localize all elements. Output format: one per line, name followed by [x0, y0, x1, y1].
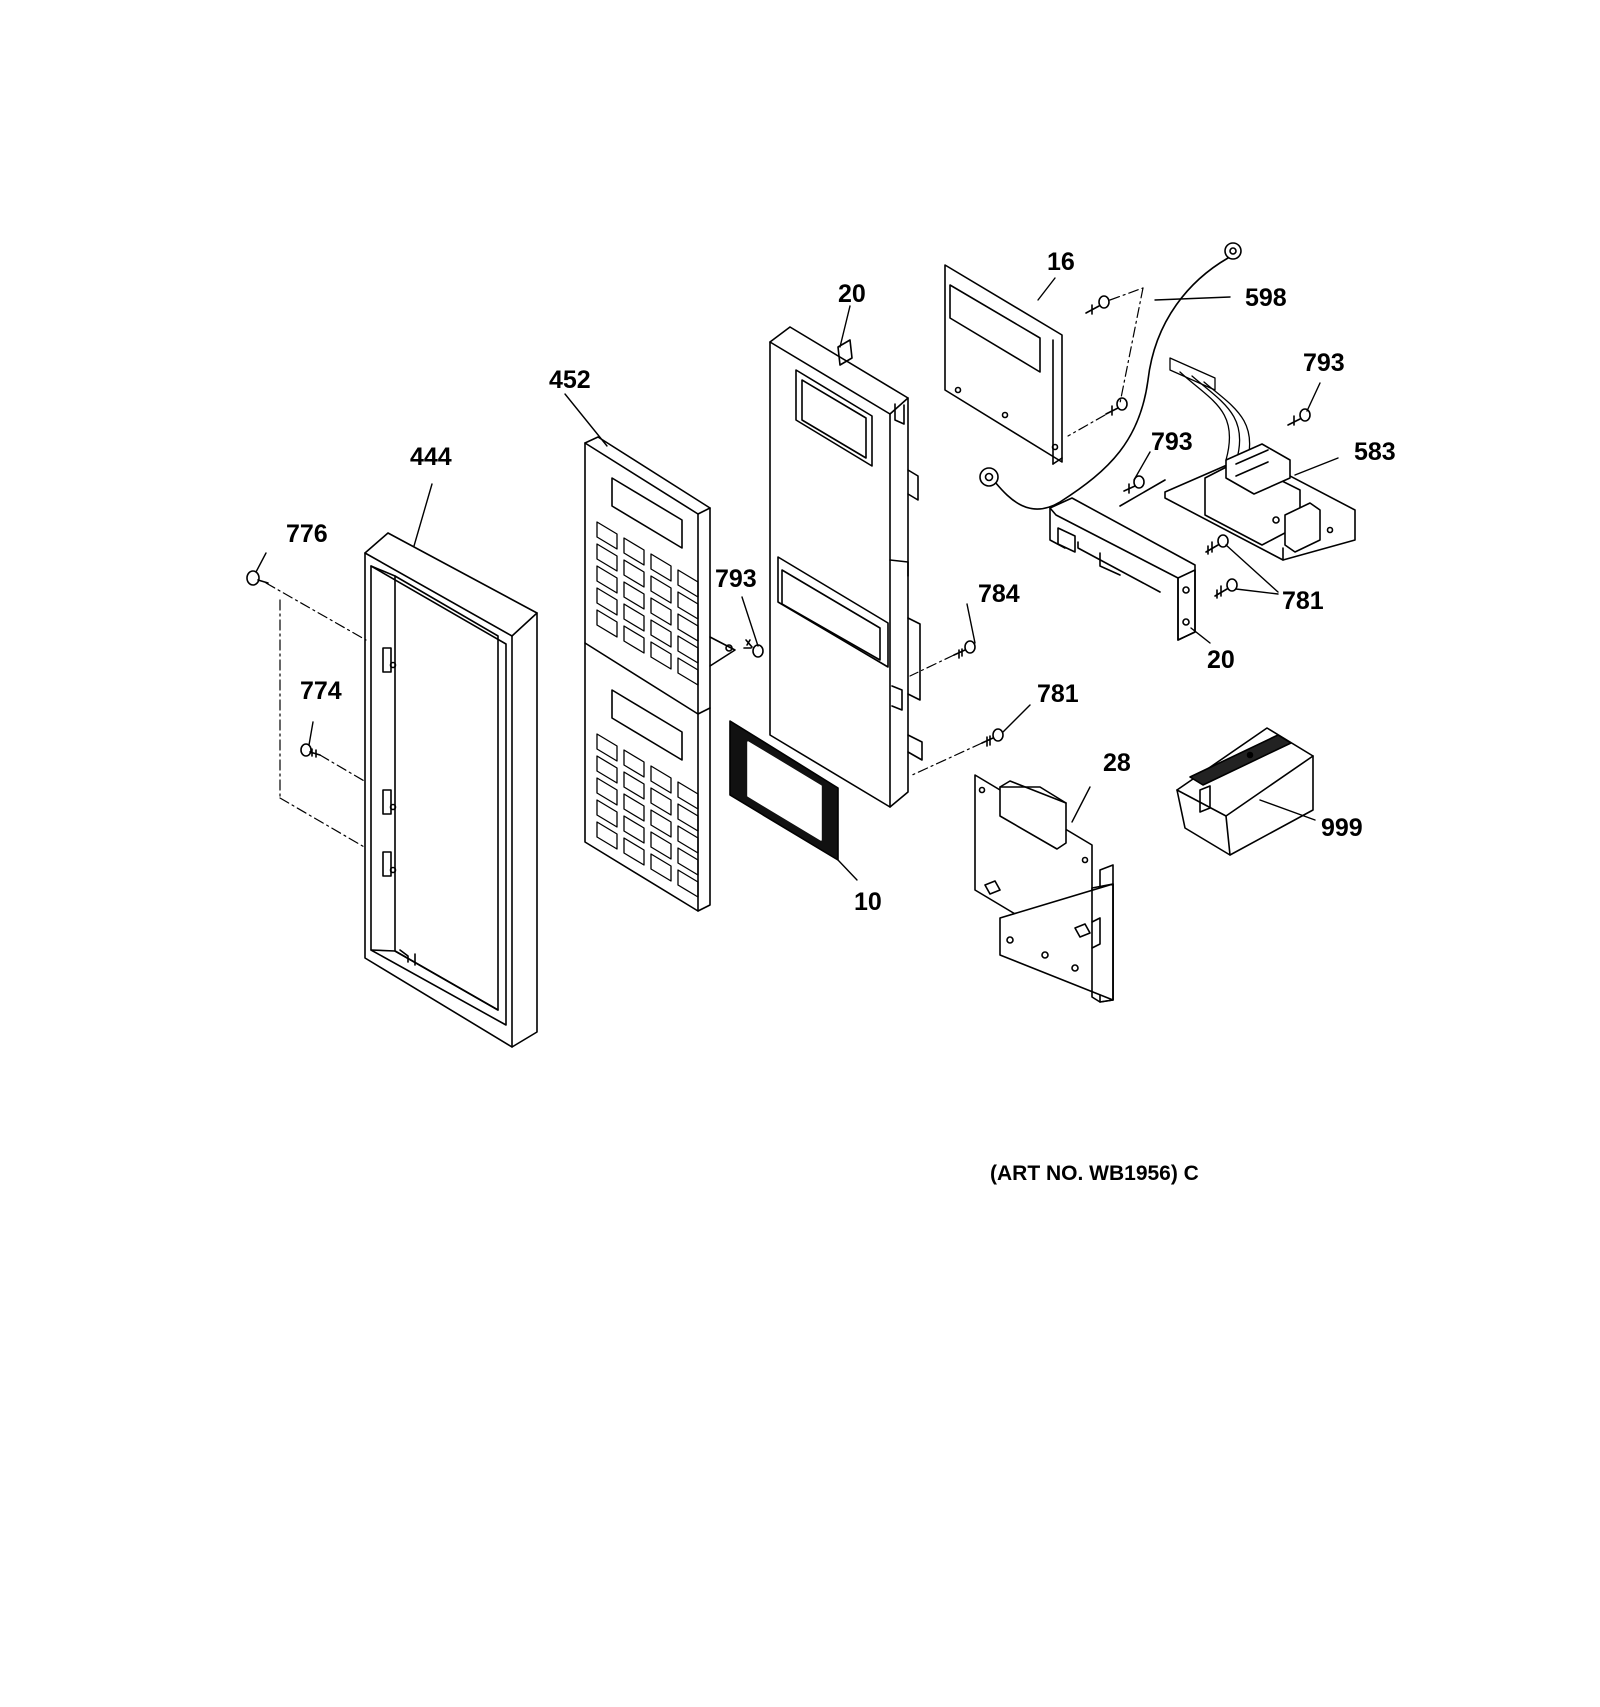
keypad-key: [596, 521, 618, 550]
callout-793-keypad: 793: [715, 565, 757, 593]
frame-444: [364, 532, 538, 1048]
keypad-key: [623, 559, 645, 588]
callout-10: 10: [854, 888, 882, 916]
keypad-key: [677, 825, 699, 854]
callout-781-panel: 781: [1037, 680, 1079, 708]
display-board-16: [944, 264, 1144, 465]
keypad-key: [650, 765, 672, 794]
screws-781-bracket: [1205, 534, 1238, 599]
callout-444: 444: [410, 443, 452, 471]
callout-583: 583: [1354, 438, 1396, 466]
kit-box-999: [1176, 727, 1314, 856]
keypad-key: [677, 869, 699, 898]
keypad-key: [677, 781, 699, 810]
keypad-key: [677, 803, 699, 832]
keypad-key: [596, 565, 618, 594]
keypad-key: [596, 609, 618, 638]
callout-774: 774: [300, 677, 342, 705]
keypad-key: [596, 733, 618, 762]
leader-lines: [255, 277, 1339, 881]
keypad-key: [623, 815, 645, 844]
keypad-452: [584, 436, 736, 912]
keypad-key: [677, 569, 699, 598]
callout-776: 776: [286, 520, 328, 548]
art-number: (ART NO. WB1956) C: [990, 1162, 1199, 1185]
wire-harness-598: [979, 242, 1242, 510]
callout-793-bracket: 793: [1151, 428, 1193, 456]
callout-16: 16: [1047, 248, 1075, 276]
callout-999: 999: [1321, 814, 1363, 842]
keypad-key: [596, 755, 618, 784]
keypad-key: [650, 641, 672, 670]
screw-793-keypad: [743, 639, 764, 658]
transformer-board-583: [1164, 408, 1356, 561]
keypad-key: [623, 793, 645, 822]
keypad-key: [650, 809, 672, 838]
keypad-key: [596, 777, 618, 806]
keypad-key: [596, 543, 618, 572]
keypad-key: [596, 587, 618, 616]
keypad-key: [650, 597, 672, 626]
screws-776-774: [246, 570, 367, 849]
keypad-key: [677, 847, 699, 876]
keypad-key: [623, 749, 645, 778]
keypad-key: [650, 619, 672, 648]
control-board-28: [974, 774, 1114, 1003]
keypad-key: [623, 771, 645, 800]
keypad-key: [623, 625, 645, 654]
keypad-key: [650, 853, 672, 882]
keypad-key: [596, 821, 618, 850]
keypad-key: [650, 575, 672, 604]
keypad-key: [650, 831, 672, 860]
callout-793-board: 793: [1303, 349, 1345, 377]
keypad-key: [623, 603, 645, 632]
keypad-key: [623, 537, 645, 566]
callout-20-housing: 20: [838, 280, 866, 308]
keypad-key: [677, 613, 699, 642]
callout-452: 452: [549, 366, 591, 394]
callout-28: 28: [1103, 749, 1131, 777]
callout-20-bracket: 20: [1207, 646, 1235, 674]
keypad-key: [677, 657, 699, 686]
keypad-key: [623, 581, 645, 610]
callout-598: 598: [1245, 284, 1287, 312]
keypad-key: [650, 553, 672, 582]
keypad-key: [677, 635, 699, 664]
panel-housing-20: [769, 326, 923, 808]
keypad-key: [596, 799, 618, 828]
keypad-key: [650, 787, 672, 816]
bracket-20: [1049, 475, 1196, 641]
keypad-key: [623, 837, 645, 866]
keypad-key: [677, 591, 699, 620]
callout-781-bracket: 781: [1282, 587, 1324, 615]
screws-784-781: [909, 640, 1004, 777]
callout-784: 784: [978, 580, 1020, 608]
